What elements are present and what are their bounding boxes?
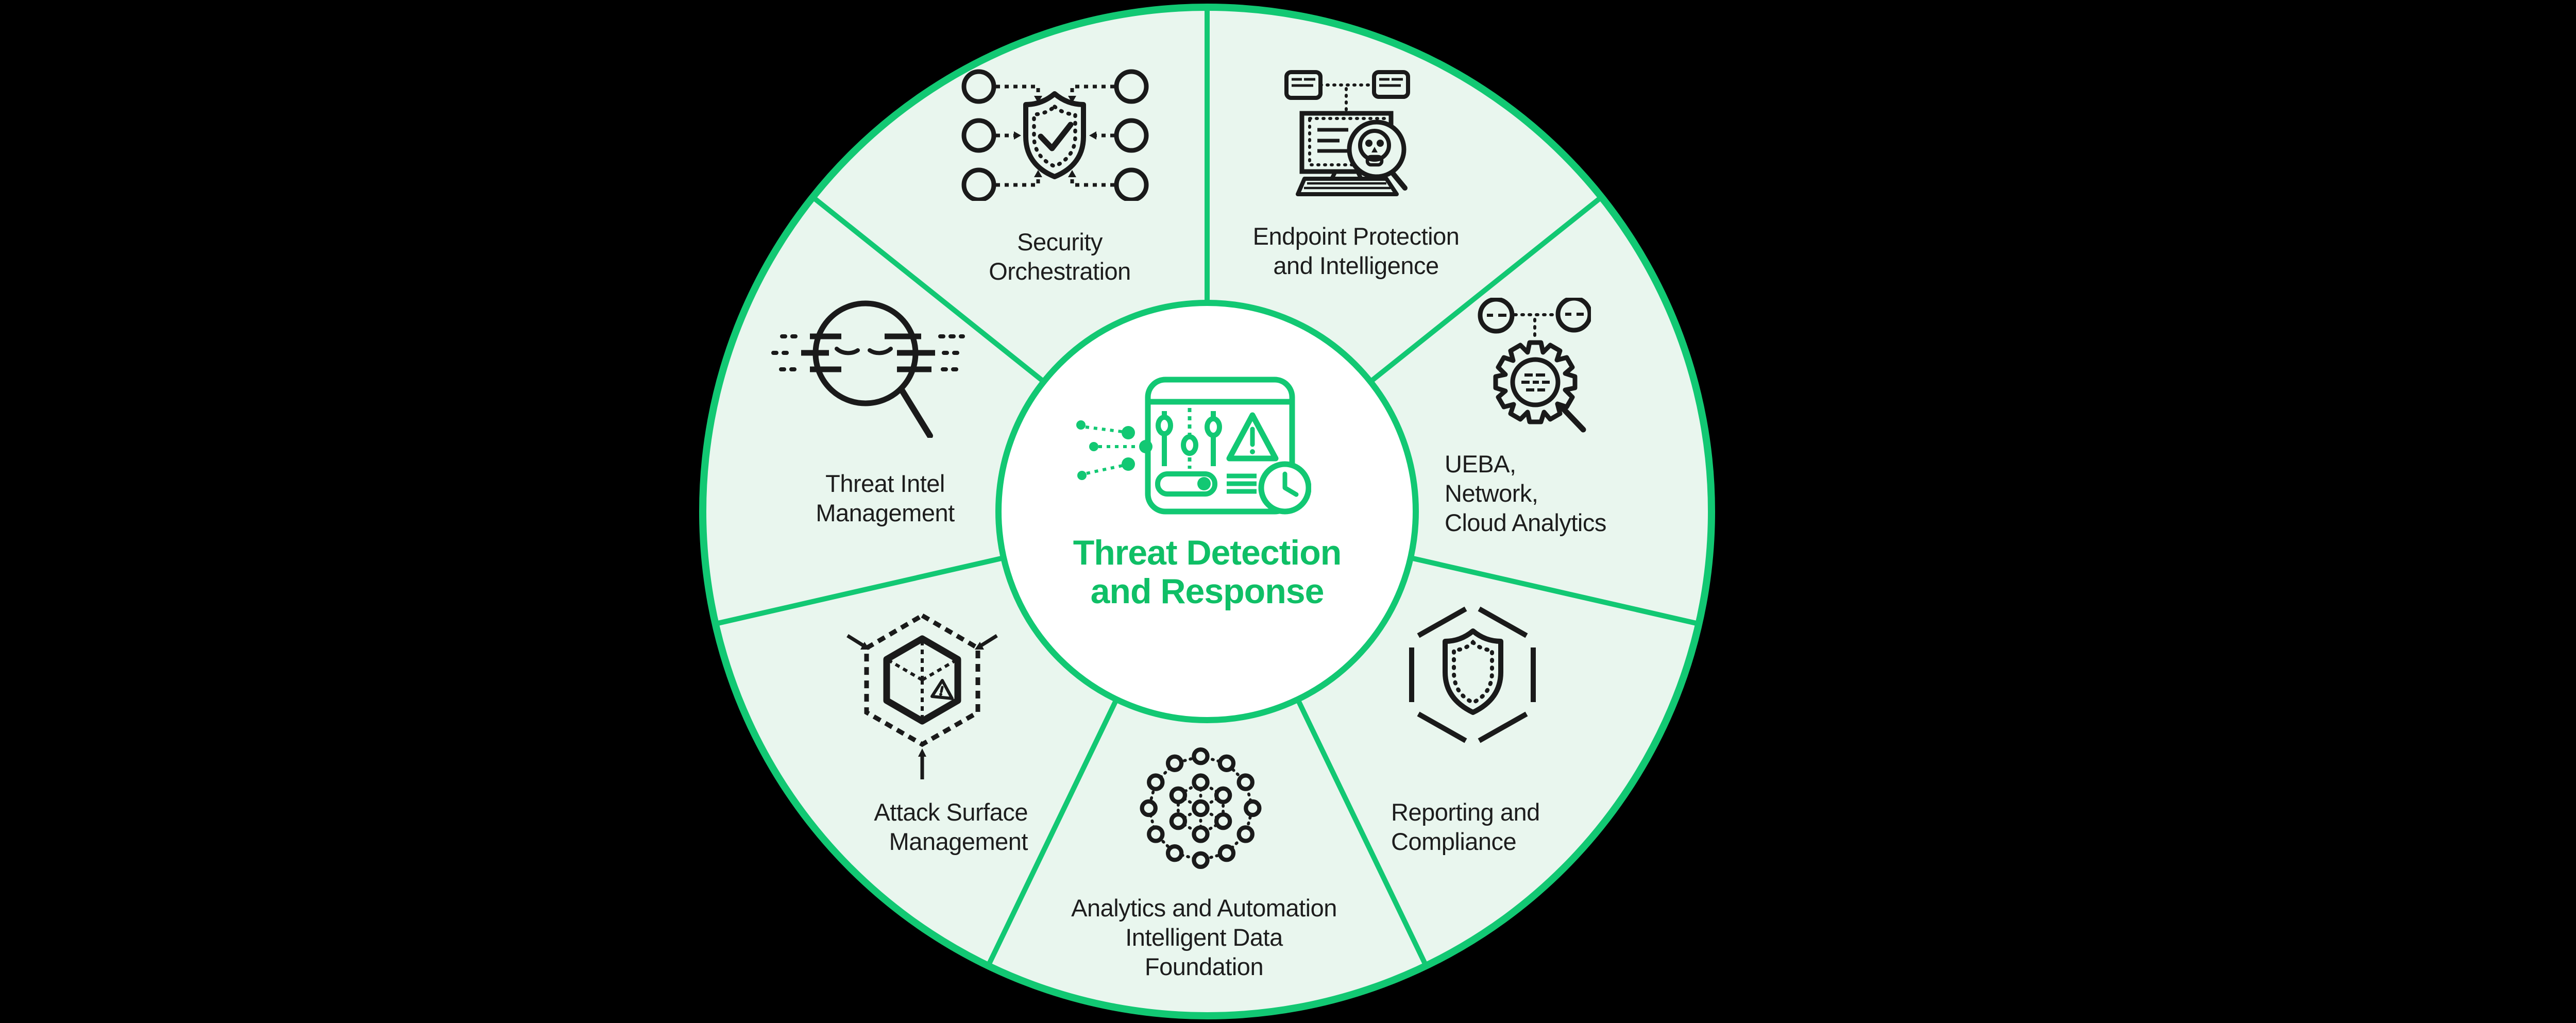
keyboard [1296,177,1399,196]
solid-cube-hexagon [883,635,961,725]
slider-knob [1156,415,1173,436]
segment-divider [715,555,1005,626]
alert-triangle-icon [1226,412,1279,462]
segment-label-endpoint-protection: Endpoint Protection and Intelligence [1252,223,1460,279]
network-dots [1076,420,1153,480]
check-mark [1038,122,1074,151]
shield-inner-dotted [1032,104,1077,169]
hexagon-shield-icon [1409,606,1536,743]
alert-triangle-icon [930,679,954,700]
segment-label-analytics-automation: Analytics and Automation Intelligent Dat… [1071,894,1337,980]
shield-inner-dotted [1452,639,1494,705]
shield-outline [1443,628,1503,715]
segment-label-attack-surface: Attack Surface Management [874,798,1028,855]
magnifier-handle [898,386,933,438]
segment-label-security-orchestration: Security Orchestration [989,228,1131,285]
skull-icon [1358,129,1391,162]
slider-knob [1181,434,1198,456]
hexagon-frame [1409,606,1536,743]
gear-outline [1493,340,1578,424]
threat-detection-console-icon [1076,377,1311,515]
spy-eyes [835,347,893,355]
toggle-switch [1155,471,1217,497]
segment-divider [986,698,1119,967]
segment-label-ueba: UEBA, Network, Cloud Analytics [1445,450,1606,536]
segment-divider [811,195,1046,384]
data-node-cluster-icon [1140,747,1262,869]
segment-divider [1410,555,1700,626]
slider-knob [1205,416,1222,438]
segment-label-reporting-compliance: Reporting and Compliance [1391,798,1540,855]
arrowheads [1014,96,1096,177]
arrowheads [860,642,984,757]
cube-attack-vectors-icon [846,612,998,779]
gear-magnifier-analytics-icon [1478,298,1591,433]
magnifier-handle [1558,403,1586,433]
segment-divider [1368,195,1603,384]
segment-dividers [715,6,1700,967]
segment-label-threat-intel: Threat Intel Management [816,470,955,526]
segment-divider [1295,698,1429,967]
spy-magnifier-icon [771,300,966,438]
wheel-title: Threat Detection and Response [1073,533,1342,611]
nodes [1140,747,1262,869]
shield-outline [1023,91,1086,179]
shield-check-orchestration-icon [961,69,1149,201]
endpoint-malware-scan-icon [1284,70,1410,196]
